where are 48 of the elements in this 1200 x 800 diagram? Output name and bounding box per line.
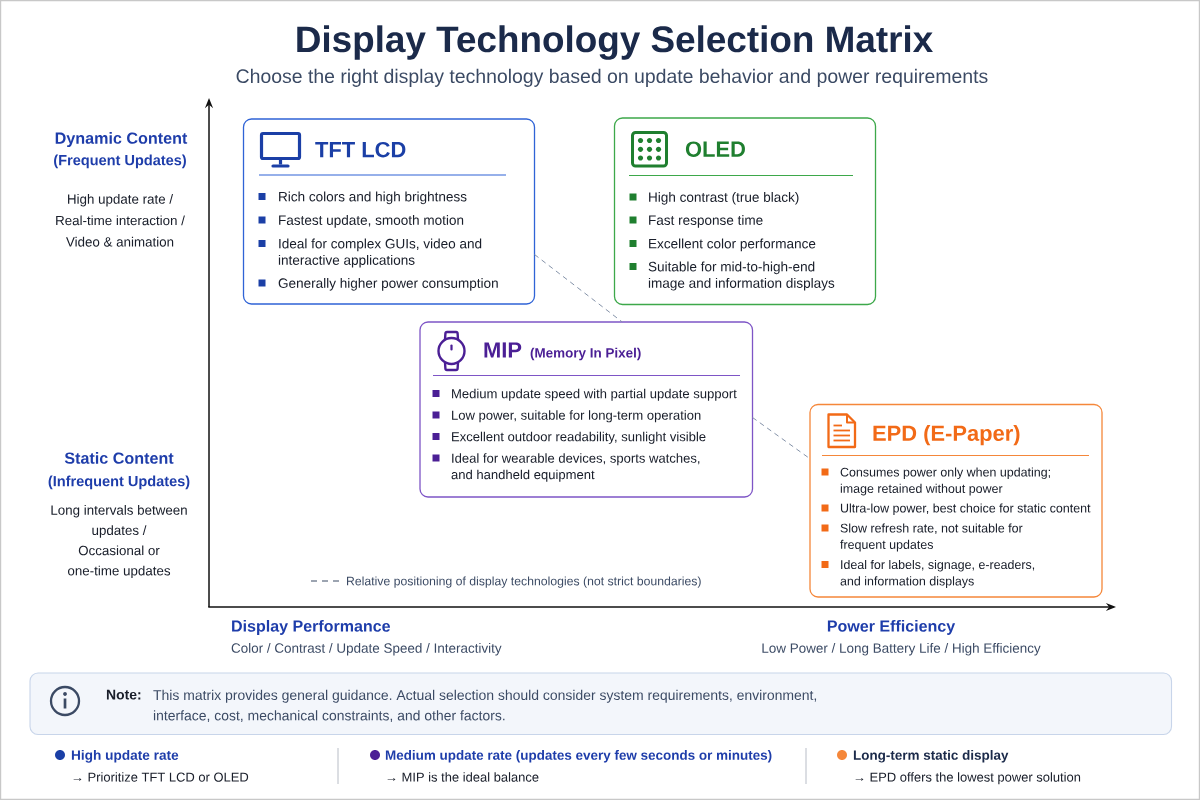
axis-heading: (Frequent Updates) (54, 154, 186, 169)
card-title: OLED (685, 141, 745, 157)
axis-heading: Display Performance (232, 620, 390, 635)
summary-heading: Medium update rate (updates every few seconds or minutes) (385, 750, 772, 763)
bullet-text: Ideal for wearable devices, sports watches, and handheld equipment (451, 453, 700, 482)
bullet-text: Ideal for labels, signage, e-readers, and information displays (840, 559, 1035, 588)
bullet-text: Ultra-low power, best choice for static content (840, 503, 1091, 515)
summary-text: → Prioritize TFT LCD or OLED (73, 772, 249, 782)
bullet-text: Medium update speed with partial update support (452, 388, 737, 401)
bullet-text: Rich colors and high brightness (279, 191, 467, 205)
bullet-text: Excellent outdoor readability, sunlight visible (452, 431, 706, 444)
bullet-text: Excellent color performance (649, 238, 816, 252)
axis-heading: Power Efficiency (827, 620, 956, 635)
axis-description: Color / Contrast / Update Speed / Interactivity (231, 643, 502, 656)
bullet-text: Ideal for complex GUIs, video and interactive applications (278, 238, 482, 268)
card (809, 403, 1103, 598)
card (613, 117, 877, 306)
bullet-text: Slow refresh rate, not suitable for frequent updates (840, 523, 1023, 552)
card-title: TFT LCD (315, 141, 406, 158)
bullet-text: High contrast (true black) (649, 192, 799, 205)
subtitle: Choose the right display technology based on update behavior and power requirements (236, 68, 988, 87)
axis-description: High update rate / Real-time interaction / Video & animation (56, 194, 185, 247)
axis-heading: Dynamic Content (55, 132, 188, 148)
info-panel (29, 672, 1173, 736)
card-subtitle: (Memory In Pixel) (530, 347, 641, 361)
summary-text: → EPD offers the lowest power solution (855, 772, 1081, 785)
note-text: This matrix provides general guidance. Actual selection should consider system requirements, environment, interface, cost, mechanical constraints, and other factors. (153, 689, 817, 723)
summary-heading: High update rate (71, 749, 179, 763)
bullet-text: Suitable for mid-to-high-end image and information displays (648, 261, 835, 291)
note-label: Note: (106, 689, 141, 700)
card (242, 118, 536, 305)
card-title: EPD (E-Paper) (873, 424, 1020, 446)
bullet-text: Fastest update, smooth motion (279, 215, 464, 228)
bullet-text: Generally higher power consumption (278, 278, 498, 291)
axis-heading: Static Content (64, 452, 174, 464)
legend-text: Relative positioning of display technologies (not strict boundaries) (347, 576, 701, 588)
bullet-text: Low power, suitable for long-term operation (452, 410, 701, 423)
axis-description: Low Power / Long Battery Life / High Efficiency (762, 643, 1041, 656)
title: Display Technology Selection Matrix (297, 25, 933, 60)
axis-description: Long intervals between updates / Occasional or one-time updates (51, 505, 187, 579)
bullet-text: Consumes power only when updating; image retained without power (840, 467, 1050, 496)
summary-heading: Long-term static display (853, 750, 1009, 763)
card (419, 321, 754, 498)
summary-text: → MIP is the ideal balance (387, 772, 539, 782)
axis-heading: (Infrequent Updates) (48, 475, 190, 490)
bullet-text: Fast response time (649, 215, 763, 228)
dashed-line (752, 417, 811, 460)
card-title: MIP (484, 342, 522, 358)
